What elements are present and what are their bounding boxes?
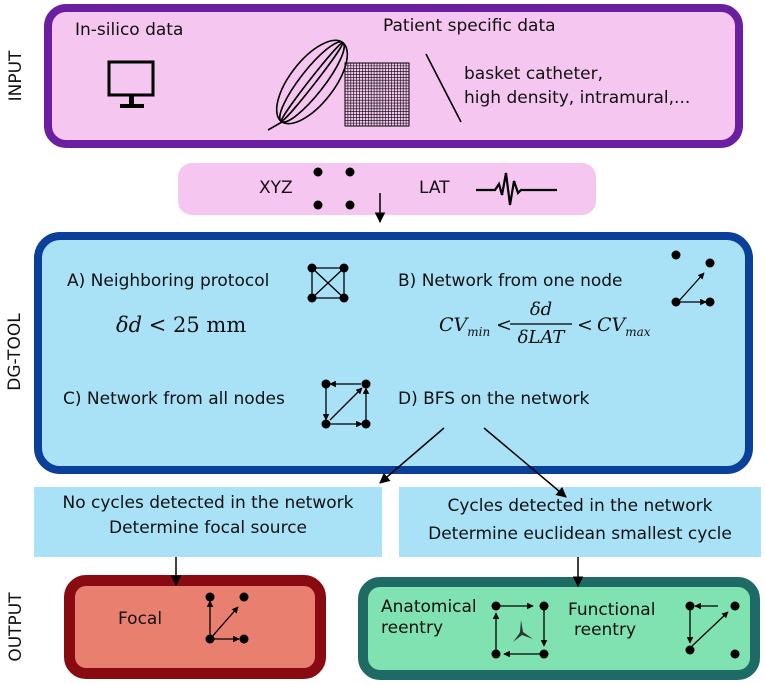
cv-max-subscript: max xyxy=(625,324,651,339)
fraction-denominator: δLAT xyxy=(517,327,565,348)
functional-label-line1: Functional xyxy=(568,600,656,620)
delta-d-symbol: δd xyxy=(116,313,143,337)
no-cycles-line2: Determine focal source xyxy=(108,518,307,538)
no-cycles-box xyxy=(34,487,382,557)
catheter-types-line1: basket catheter, xyxy=(464,64,604,84)
focal-network-icon xyxy=(205,592,249,644)
xyz-points-icon xyxy=(313,167,355,210)
basket-catheter-icon xyxy=(267,39,349,131)
distance-threshold: < 25 mm xyxy=(142,313,247,337)
cycles-line1: Cycles detected in the network xyxy=(447,496,713,516)
cv-max-term: CVmax xyxy=(597,314,651,339)
patient-specific-label: Patient specific data xyxy=(383,16,556,36)
step-d-label: D) BFS on the network xyxy=(398,389,590,409)
focal-label: Focal xyxy=(118,609,163,629)
cycles-box xyxy=(399,487,761,557)
lat-signal-icon xyxy=(476,172,557,206)
high-density-grid-icon xyxy=(344,62,410,127)
intramural-needle-icon xyxy=(425,53,462,123)
arrow-to-no-cycles xyxy=(379,427,445,484)
cv-min-subscript: min xyxy=(467,324,491,339)
cv-min-symbol: CV xyxy=(439,314,468,336)
lat-label: LAT xyxy=(419,178,450,198)
catheter-types-line2: high density, intramural,... xyxy=(464,88,691,108)
input-panel xyxy=(44,4,743,148)
step-a-label: A) Neighboring protocol xyxy=(67,271,270,291)
functional-reentry-icon xyxy=(685,601,740,659)
less-than-2: < xyxy=(577,314,593,336)
cycles-line2: Determine euclidean smallest cycle xyxy=(428,524,732,544)
in-silico-label: In-silico data xyxy=(75,20,184,40)
focal-output-box xyxy=(64,575,326,679)
no-cycles-line1: No cycles detected in the network xyxy=(62,493,354,513)
step-c-label: C) Network from all nodes xyxy=(63,389,285,409)
cv-max-symbol: CV xyxy=(597,314,626,336)
arrow-to-cycles xyxy=(483,427,567,498)
neighboring-protocol-icon xyxy=(307,263,349,303)
step-b-label: B) Network from one node xyxy=(398,271,623,291)
anatomical-label-line1: Anatomical xyxy=(381,597,477,617)
one-node-network-icon xyxy=(671,250,715,307)
reentry-output-box xyxy=(358,577,760,680)
anatomical-reentry-icon xyxy=(491,601,549,659)
anatomical-label-line2: reentry xyxy=(381,618,444,638)
monitor-icon xyxy=(107,60,155,108)
all-nodes-network-icon xyxy=(321,379,371,429)
less-than-1: < xyxy=(496,314,512,336)
functional-label-line2: reentry xyxy=(574,620,637,640)
cv-min-term: CVmin xyxy=(439,314,490,339)
xyz-label: XYZ xyxy=(259,178,293,198)
step-a-formula: δd < 25 mm xyxy=(116,313,246,337)
fraction-numerator: δd xyxy=(529,299,553,320)
dg-tool-panel xyxy=(34,232,753,474)
